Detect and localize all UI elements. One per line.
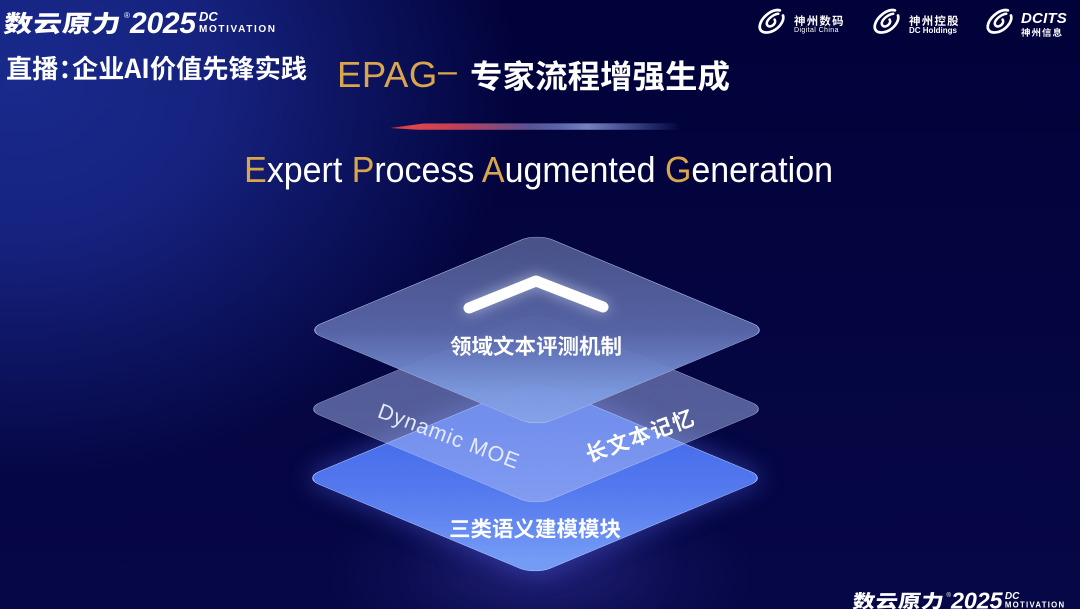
- svg-text:DC: DC: [199, 9, 218, 24]
- svg-text:MOTIVATION: MOTIVATION: [1005, 601, 1065, 609]
- svg-text:®: ®: [124, 11, 130, 20]
- svg-text:®: ®: [946, 592, 951, 599]
- svg-text:DC: DC: [1005, 591, 1020, 602]
- svg-text:MOTIVATION: MOTIVATION: [199, 24, 275, 35]
- svg-text:2025: 2025: [129, 7, 197, 40]
- svg-text:2025: 2025: [950, 588, 1003, 609]
